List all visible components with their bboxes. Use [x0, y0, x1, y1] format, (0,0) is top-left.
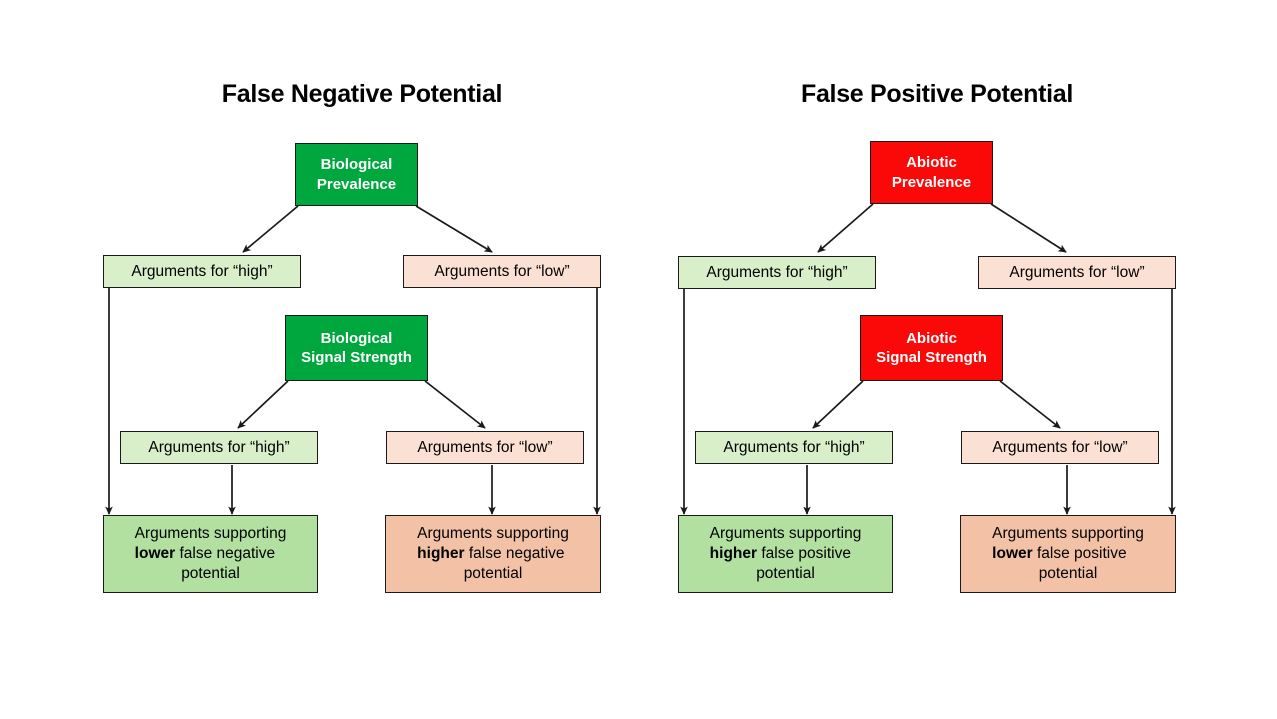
node-l2-arguments-low-left[interactable]: Arguments for “low” — [386, 431, 584, 464]
node-line-2: Prevalence — [891, 173, 972, 191]
node-l1-arguments-high-left[interactable]: Arguments for “high” — [103, 255, 301, 288]
conclusion-post: false positive — [757, 545, 851, 563]
edge-mid-to-low-right — [999, 380, 1061, 429]
node-conclusion-lower-false-negative[interactable]: Arguments supporting lower false negativ… — [103, 515, 318, 593]
edge-mid-to-high-right — [812, 380, 864, 429]
node-label: Arguments for “high” — [706, 263, 848, 281]
node-line-1: Abiotic — [906, 154, 957, 172]
conclusion-post: false negative — [464, 545, 565, 563]
node-l2-arguments-high-left[interactable]: Arguments for “high” — [120, 431, 318, 464]
edge-mid-to-low-left — [424, 380, 486, 429]
edge-root-to-high-right — [817, 203, 874, 253]
conclusion-last: potential — [463, 564, 523, 582]
panel-title-false-positive: False Positive Potential — [800, 80, 1074, 108]
conclusion-pre: Arguments supporting — [134, 525, 287, 543]
edge-root-to-high-left — [242, 205, 299, 253]
edge-root-to-low-right — [990, 203, 1067, 253]
node-line-1: Biological — [320, 156, 393, 174]
conclusion-last: potential — [756, 564, 815, 582]
conclusion-last: potential — [181, 564, 240, 582]
node-abiotic-prevalence[interactable]: Abiotic Prevalence — [870, 141, 993, 204]
node-conclusion-higher-false-positive[interactable]: Arguments supporting higher false positi… — [678, 515, 893, 593]
node-conclusion-lower-false-positive[interactable]: Arguments supporting lower false positiv… — [960, 515, 1176, 593]
node-label: Arguments for “low” — [434, 262, 570, 280]
node-biological-prevalence[interactable]: Biological Prevalence — [295, 143, 418, 206]
conclusion-emphasis: higher — [417, 545, 465, 563]
node-biological-signal-strength[interactable]: Biological Signal Strength — [285, 315, 428, 381]
conclusion-emphasis: lower — [134, 545, 176, 563]
node-l2-arguments-low-right[interactable]: Arguments for “low” — [961, 431, 1159, 464]
node-label: Arguments for “low” — [417, 438, 553, 456]
conclusion-emphasis: lower — [992, 545, 1033, 563]
node-line-2: Signal Strength — [876, 349, 987, 366]
conclusion-pre: Arguments supporting — [709, 525, 862, 543]
node-line-1: Abiotic — [906, 329, 957, 347]
node-conclusion-higher-false-negative[interactable]: Arguments supporting higher false negati… — [385, 515, 601, 593]
conclusion-post: false negative — [175, 545, 276, 563]
panel-title-false-negative: False Negative Potential — [221, 80, 503, 108]
node-l2-arguments-high-right[interactable]: Arguments for “high” — [695, 431, 893, 464]
conclusion-post: false positive — [1032, 545, 1127, 563]
conclusion-last: potential — [1038, 564, 1098, 582]
node-label: Arguments for “high” — [148, 438, 290, 456]
conclusion-pre: Arguments supporting — [992, 525, 1144, 543]
edge-mid-to-high-left — [237, 380, 289, 429]
node-l1-arguments-high-right[interactable]: Arguments for “high” — [678, 256, 876, 289]
node-line-1: Biological — [320, 329, 393, 347]
node-abiotic-signal-strength[interactable]: Abiotic Signal Strength — [860, 315, 1003, 381]
node-l1-arguments-low-right[interactable]: Arguments for “low” — [978, 256, 1176, 289]
edge-root-to-low-left — [415, 205, 493, 253]
conclusion-pre: Arguments supporting — [417, 525, 569, 543]
node-label: Arguments for “low” — [992, 438, 1128, 456]
node-l1-arguments-low-left[interactable]: Arguments for “low” — [403, 255, 601, 288]
node-label: Arguments for “high” — [131, 262, 273, 280]
node-line-2: Prevalence — [316, 175, 397, 193]
node-label: Arguments for “low” — [1009, 263, 1145, 281]
node-label: Arguments for “high” — [723, 438, 865, 456]
node-line-2: Signal Strength — [301, 349, 412, 366]
conclusion-emphasis: higher — [709, 545, 758, 563]
